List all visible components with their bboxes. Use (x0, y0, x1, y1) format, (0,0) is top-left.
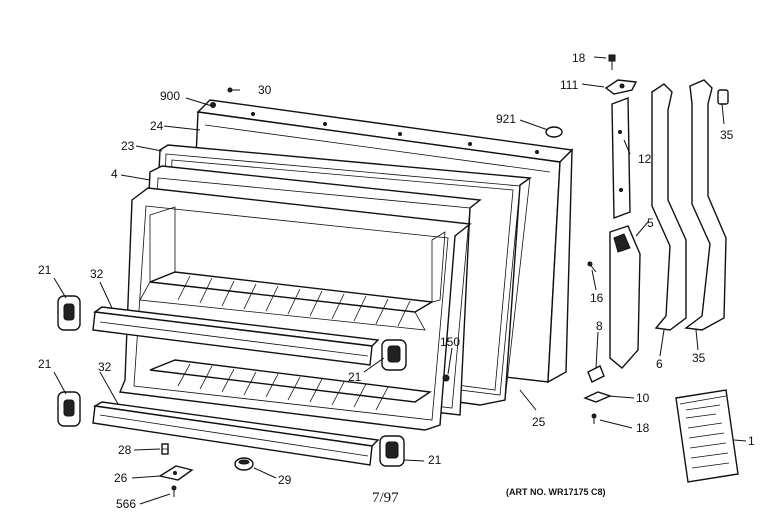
door-handle-6 (651, 83, 687, 331)
callout-35-top: 35 (720, 128, 734, 142)
screw-566 (171, 485, 177, 497)
handle-cap-35 (717, 89, 729, 105)
callout-30: 30 (258, 83, 272, 97)
bracket-8 (587, 365, 605, 383)
hinge-clip-111 (604, 79, 638, 95)
callout-28: 28 (118, 443, 132, 457)
callout-921: 921 (496, 112, 516, 126)
callout-21-mid: 21 (348, 370, 362, 384)
callout-labels: 18 111 900 30 921 24 23 12 35 4 5 21 32 … (38, 51, 755, 511)
door-handle-35 (684, 79, 727, 331)
callout-111: 111 (560, 78, 579, 92)
screw-18-top (608, 54, 616, 70)
callout-25: 25 (532, 415, 546, 429)
shelf-bar-lower (92, 401, 380, 466)
screw-16 (587, 261, 597, 273)
inner-door-liner (118, 187, 472, 431)
callout-12: 12 (638, 152, 652, 166)
pin-28 (161, 443, 169, 455)
bar-end-cap-left-upper (57, 295, 81, 331)
callout-32-lower: 32 (98, 360, 112, 374)
bar-end-cap-left-lower (57, 391, 81, 427)
callout-23: 23 (121, 139, 135, 153)
screw-18-bottom (591, 413, 597, 424)
callout-16: 16 (590, 291, 604, 305)
callout-21-upper: 21 (38, 263, 52, 277)
screw-150 (442, 374, 450, 382)
bracket-26 (158, 465, 194, 481)
instruction-booklet (675, 389, 739, 483)
callout-150: 150 (440, 335, 460, 349)
callout-21-lower: 21 (38, 357, 52, 371)
callout-35-bottom: 35 (692, 351, 706, 365)
plug-921 (545, 126, 563, 138)
callout-26: 26 (114, 471, 128, 485)
callout-21-bottom: 21 (428, 453, 442, 467)
screw-30 (227, 87, 240, 93)
callout-18-bottom: 18 (636, 421, 650, 435)
callout-5: 5 (647, 216, 654, 230)
bar-end-cap-right-lower (379, 435, 405, 467)
callout-566: 566 (116, 497, 136, 511)
callout-24: 24 (150, 119, 164, 133)
shelf-bar-upper (92, 306, 380, 366)
date-code: 7/97 (372, 490, 399, 506)
callout-10: 10 (636, 391, 650, 405)
clip-10 (583, 391, 612, 403)
foot-29 (234, 457, 254, 471)
leader-lines (53, 56, 747, 505)
art-number: (ART NO. WR17175 C8) (506, 487, 606, 497)
hinge-bracket-12 (611, 96, 631, 220)
hinge-bracket-5 (609, 225, 641, 369)
callout-29: 29 (278, 473, 292, 487)
bar-end-cap-right-upper (381, 339, 407, 371)
callout-1: 1 (748, 434, 755, 448)
callout-32-upper: 32 (90, 267, 104, 281)
callout-8: 8 (596, 319, 603, 333)
callout-6: 6 (656, 357, 663, 371)
callout-900: 900 (160, 89, 180, 103)
callout-4: 4 (111, 167, 118, 181)
callout-18-top: 18 (572, 51, 586, 65)
